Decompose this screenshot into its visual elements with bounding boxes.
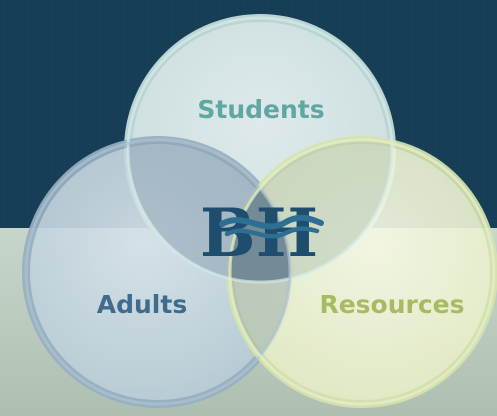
- bh-logo: BH: [200, 194, 324, 272]
- resources-label: Resources: [319, 290, 464, 319]
- resources-rim: [228, 138, 496, 406]
- students-label: Students: [197, 95, 324, 124]
- adults-label: Adults: [97, 290, 187, 319]
- students-rim: [126, 16, 394, 284]
- circle-labels: Students Adults Resources: [97, 95, 465, 319]
- adults-rim: [24, 138, 292, 406]
- bh-wave-icon-secondary: [224, 226, 320, 239]
- bh-wave-icon: [219, 214, 324, 230]
- venn-circles: [22, 14, 497, 408]
